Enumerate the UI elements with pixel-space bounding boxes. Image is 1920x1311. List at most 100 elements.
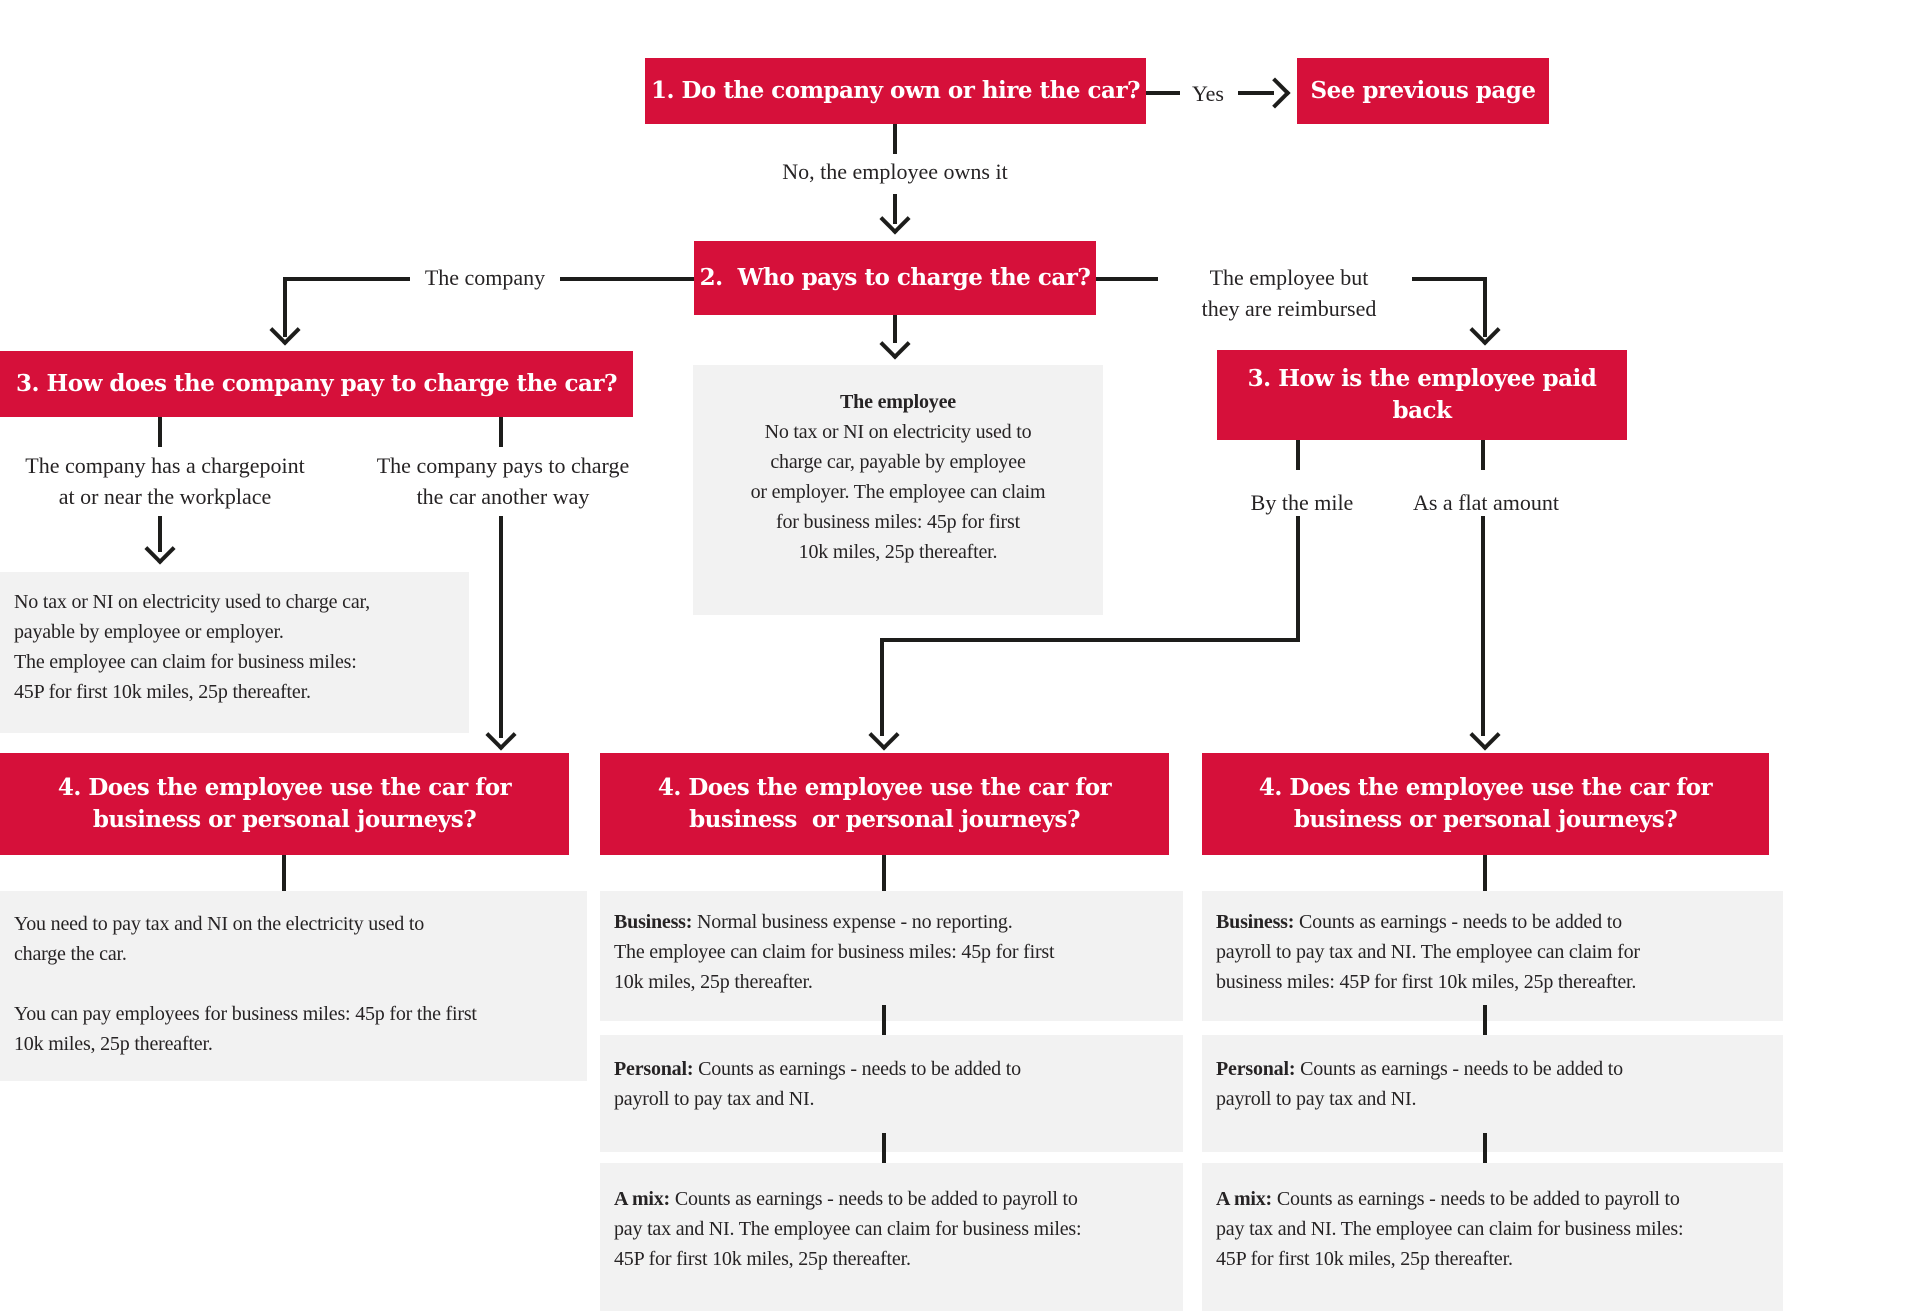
left-result-line: charge the car.: [14, 943, 127, 965]
connector-line: [1296, 516, 1300, 642]
connector-line: [282, 855, 286, 891]
middle-business-line1: Normal business expense - no reporting.: [692, 911, 1013, 933]
yes-label: Yes: [1191, 81, 1224, 106]
employee-info-line: or employer. The employee can claim: [750, 481, 1046, 503]
connector-line: [1296, 440, 1300, 470]
connector-line: [893, 124, 897, 154]
q4-middle-line1: 4. Does the employee use the car for: [657, 774, 1112, 801]
middle-mix-box: A mix: Counts as earnings - needs to be …: [600, 1163, 1183, 1311]
connector-line: [1096, 277, 1158, 281]
connector-line: [1483, 855, 1487, 891]
q4-right-line1: 4. Does the employee use the car for: [1258, 774, 1713, 801]
connector-line: [893, 315, 897, 343]
q3-payback-box: 3. How is the employee paid back: [1217, 350, 1627, 440]
chargepoint-info-box: No tax or NI on electricity used to char…: [0, 572, 469, 733]
right-personal-box: Personal: Counts as earnings - needs to …: [1202, 1035, 1783, 1152]
arrow-down-icon: [879, 203, 911, 235]
flat-amount-label: As a flat amount: [1412, 490, 1560, 515]
q1-box: 1. Do the company own or hire the car?: [645, 58, 1146, 124]
middle-business-line2: The employee can claim for business mile…: [614, 941, 1055, 963]
right-mix-box: A mix: Counts as earnings - needs to be …: [1202, 1163, 1783, 1311]
left-result-box: You need to pay tax and NI on the electr…: [0, 891, 587, 1081]
arrow-down-icon: [868, 719, 900, 751]
chargepoint-info-line: No tax or NI on electricity used to char…: [14, 591, 370, 613]
middle-business-lead: Business:: [614, 911, 693, 933]
another-way-branch-label: The company pays to charge the car anoth…: [373, 450, 633, 512]
connector-line: [893, 194, 897, 224]
left-result-line: 10k miles, 25p thereafter.: [14, 1033, 213, 1055]
middle-mix-lead: A mix:: [614, 1188, 671, 1210]
right-mix-lead: A mix:: [1216, 1188, 1273, 1210]
connector-line: [1481, 516, 1485, 736]
middle-personal-line1: Counts as earnings - needs to be added t…: [693, 1058, 1021, 1080]
connector-line: [1483, 1005, 1487, 1035]
connector-line: [1412, 277, 1485, 281]
employee-reimbursed-line2: they are reimbursed: [1201, 296, 1377, 321]
employee-reimbursed-line1: The employee but: [1209, 265, 1369, 290]
middle-mix-line1: Counts as earnings - needs to be added t…: [670, 1188, 1078, 1210]
connector-line: [882, 1133, 886, 1163]
q4-left-line2: business or personal journeys?: [92, 806, 477, 833]
another-way-branch-line2: the car another way: [416, 484, 590, 509]
employee-info-title: The employee: [840, 391, 956, 413]
left-result-line: You need to pay tax and NI on the electr…: [14, 913, 425, 935]
connector-line: [882, 1005, 886, 1035]
chargepoint-branch-line2: at or near the workplace: [58, 484, 272, 509]
right-business-line2: payroll to pay tax and NI. The employee …: [1216, 941, 1640, 963]
connector-line: [1481, 440, 1485, 470]
middle-personal-line2: payroll to pay tax and NI.: [614, 1088, 815, 1110]
q1-label: 1. Do the company own or hire the car?: [650, 77, 1141, 104]
arrow-down-icon: [879, 328, 911, 360]
right-mix-line2: pay tax and NI. The employee can claim f…: [1216, 1218, 1684, 1240]
connector-line: [882, 855, 886, 891]
another-way-branch-line1: The company pays to charge: [376, 453, 630, 478]
see-previous-page-box: See previous page: [1297, 58, 1549, 124]
left-result-line: You can pay employees for business miles…: [14, 1003, 477, 1025]
arrow-down-icon: [269, 314, 301, 346]
middle-personal-lead: Personal:: [614, 1058, 694, 1080]
employee-info-box: The employee No tax or NI on electricity…: [693, 365, 1103, 615]
q4-left-line1: 4. Does the employee use the car for: [57, 774, 512, 801]
arrow-down-icon: [144, 533, 176, 565]
q2-box: 2. Who pays to charge the car?: [694, 241, 1096, 315]
connector-line: [283, 277, 287, 337]
right-business-box: Business: Counts as earnings - needs to …: [1202, 891, 1783, 1021]
arrow-down-icon: [485, 719, 517, 751]
company-branch-label: The company: [424, 265, 546, 290]
q4-left-box: 4. Does the employee use the car for bus…: [0, 753, 569, 855]
middle-mix-line3: 45P for first 10k miles, 25p thereafter.: [614, 1248, 911, 1270]
arrow-down-icon: [1469, 314, 1501, 346]
chargepoint-info-line: payable by employee or employer.: [14, 621, 284, 643]
right-personal-line1: Counts as earnings - needs to be added t…: [1295, 1058, 1623, 1080]
middle-personal-box: Personal: Counts as earnings - needs to …: [600, 1035, 1183, 1152]
right-business-line1: Counts as earnings - needs to be added t…: [1294, 911, 1622, 933]
connector-line: [499, 516, 503, 738]
chargepoint-branch-line1: The company has a chargepoint: [25, 453, 305, 478]
employee-info-line: No tax or NI on electricity used to: [764, 421, 1032, 443]
q4-right-line2: business or personal journeys?: [1293, 806, 1678, 833]
right-personal-line2: payroll to pay tax and NI.: [1216, 1088, 1417, 1110]
right-business-line3: business miles: 45P for first 10k miles,…: [1216, 971, 1637, 993]
q4-middle-box: 4. Does the employee use the car for bus…: [600, 753, 1169, 855]
right-mix-line1: Counts as earnings - needs to be added t…: [1272, 1188, 1680, 1210]
q2-label: 2. Who pays to charge the car?: [699, 264, 1091, 291]
by-the-mile-label: By the mile: [1250, 490, 1354, 515]
q4-middle-line2: business or personal journeys?: [689, 806, 1080, 833]
left-result-spacer: [14, 969, 587, 999]
connector-line: [880, 638, 1300, 642]
q3-company-label: 3. How does the company pay to charge th…: [16, 370, 617, 397]
connector-line: [1146, 91, 1180, 95]
middle-business-line3: 10k miles, 25p thereafter.: [614, 971, 813, 993]
no-employee-owns-label: No, the employee owns it: [782, 159, 1008, 184]
arrow-down-icon: [1469, 719, 1501, 751]
q3-company-box: 3. How does the company pay to charge th…: [0, 351, 633, 417]
chargepoint-info-line: The employee can claim for business mile…: [14, 651, 357, 673]
employee-reimbursed-label: The employee but they are reimbursed: [1164, 262, 1414, 324]
right-business-lead: Business:: [1216, 911, 1295, 933]
connector-line: [158, 417, 162, 447]
connector-line: [285, 277, 410, 281]
middle-mix-line2: pay tax and NI. The employee can claim f…: [614, 1218, 1082, 1240]
employee-info-line: for business miles: 45p for first: [776, 511, 1020, 533]
chargepoint-branch-label: The company has a chargepoint at or near…: [0, 450, 330, 512]
